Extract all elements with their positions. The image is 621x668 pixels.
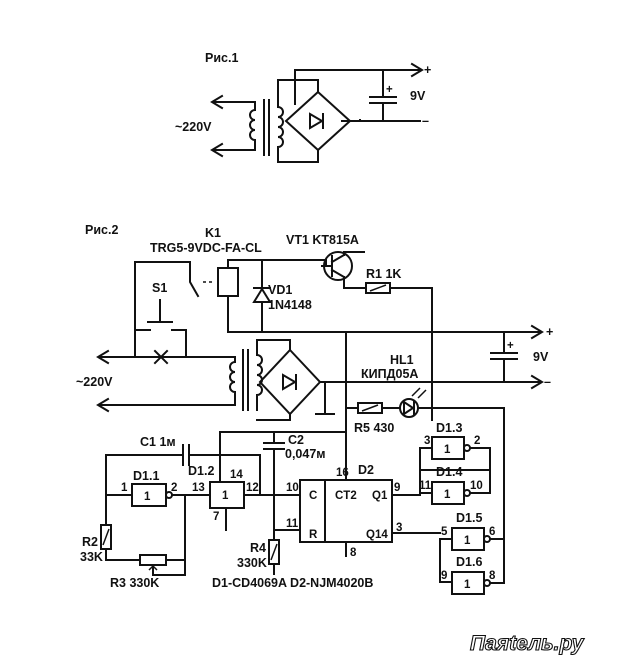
inverter-d1-6 (451, 571, 505, 595)
pin-9: 9 (394, 482, 400, 494)
inverter-d1-1 (105, 483, 211, 561)
d1-4-label: D1.4 (436, 465, 462, 479)
r4-ref: R4 (250, 541, 266, 555)
fig1-mains-input (210, 94, 256, 158)
fig2-mains-label: ~220V (76, 375, 113, 389)
r2-ref: R2 (82, 535, 98, 549)
pin-10-d1-4: 10 (470, 480, 483, 492)
fig2-mains-input (96, 349, 236, 413)
r4-val: 330K (237, 556, 267, 570)
d2-label: D2 (358, 463, 374, 477)
d1-2-symbol: 1 (222, 490, 229, 502)
pin-7: 7 (213, 511, 219, 523)
d1-6-label: D1.6 (456, 555, 482, 569)
fig1-voltage: 9V (410, 89, 426, 103)
fig1-minus: – (422, 114, 429, 128)
vt1-label: VT1 KT815A (286, 233, 359, 247)
ic-types: D1-CD4069A D2-NJM4020B (212, 576, 373, 590)
fig2-title: Рис.2 (85, 223, 118, 237)
pin-10: 10 (286, 482, 299, 494)
diode-vd1 (252, 259, 272, 333)
d2-q14: Q14 (366, 529, 388, 541)
d1-5-symbol: 1 (464, 535, 471, 547)
d2-c-pin: C (309, 490, 317, 502)
c1-label: C1 1м (140, 435, 176, 449)
pin-5: 5 (441, 526, 448, 538)
pin-1: 1 (121, 482, 128, 494)
d1-1-label: D1.1 (133, 469, 159, 483)
fig2-plus: + (546, 325, 553, 339)
figure-1: Рис.1 ~220V (175, 51, 431, 163)
pin-2: 2 (171, 482, 177, 494)
d2-r-pin: R (309, 529, 318, 541)
d2-ct2: CT2 (335, 490, 357, 502)
pin-2-d1-3: 2 (474, 435, 480, 447)
pin-3-d1-3: 3 (424, 435, 430, 447)
pin-11-d1-4: 11 (419, 480, 432, 492)
fig1-plus: + (424, 63, 431, 77)
fig2-transformer (229, 339, 291, 421)
transistor-vt1 (321, 251, 367, 289)
d1-2-label: D1.2 (188, 464, 214, 478)
fig1-mains-label: ~220V (175, 120, 212, 134)
r5-label: R5 430 (354, 421, 394, 435)
resistor-r5 (345, 402, 401, 414)
hl1-part: КИПД05А (361, 367, 418, 381)
led-hl1 (399, 387, 433, 418)
k1-part: TRG5-9VDC-FA-CL (150, 241, 262, 255)
resistor-r1 (365, 282, 433, 421)
hl1-ref: HL1 (390, 353, 414, 367)
switch-s1 (134, 261, 191, 356)
r3-label: R3 330K (110, 576, 159, 590)
fig2-minus: – (544, 375, 551, 389)
fig2-diode-bridge (258, 348, 335, 416)
inverter-d1-3 (419, 436, 491, 496)
fig2-output-rails: + (227, 324, 544, 446)
pin-14: 14 (230, 469, 243, 481)
s1-label: S1 (152, 281, 167, 295)
figure-2: Рис.2 K1 TRG5-9VDC-FA-CL VT1 KT815A R1 1… (76, 223, 553, 595)
pin-12: 12 (246, 482, 259, 494)
capacitor-c1 (105, 444, 261, 526)
pin-3: 3 (396, 522, 402, 534)
fig1-title: Рис.1 (205, 51, 238, 65)
resistor-r4 (268, 529, 280, 575)
pin-6: 6 (489, 526, 495, 538)
pin-13: 13 (192, 482, 205, 494)
d1-3-symbol: 1 (444, 444, 451, 456)
relay-k1 (189, 259, 327, 333)
inverter-d1-5 (431, 407, 505, 583)
potentiometer-r3 (139, 554, 186, 576)
pin-8: 8 (350, 547, 357, 559)
r1-label: R1 1K (366, 267, 401, 281)
d1-4-symbol: 1 (444, 489, 451, 501)
d1-5-label: D1.5 (456, 511, 482, 525)
pin-9-d1-6: 9 (441, 570, 447, 582)
counter-d2 (299, 444, 441, 557)
resistor-r2 (100, 524, 141, 561)
pin-16: 16 (336, 467, 349, 479)
watermark: Паяtель.ру (470, 632, 585, 655)
d1-1-symbol: 1 (144, 491, 151, 503)
svg-text:+: + (507, 340, 514, 352)
svg-text:+: + (386, 84, 393, 96)
vd1-part: 1N4148 (268, 298, 312, 312)
d1-3-label: D1.3 (436, 421, 462, 435)
d2-q1: Q1 (372, 490, 388, 502)
d1-6-symbol: 1 (464, 579, 471, 591)
pin-8-d1-6: 8 (489, 570, 496, 582)
pin-11: 11 (286, 518, 299, 530)
c2-ref: C2 (288, 433, 304, 447)
fig2-voltage: 9V (533, 350, 549, 364)
inverter-d1-4 (419, 469, 491, 505)
capacitor-c2 (263, 431, 301, 531)
vd1-ref: VD1 (268, 283, 292, 297)
k1-ref: K1 (205, 226, 221, 240)
fig1-transformer (249, 79, 319, 163)
fig1-output-rails: + (294, 62, 424, 122)
r2-val: 33K (80, 550, 103, 564)
c2-val: 0,047м (285, 447, 326, 461)
inverter-d1-2 (209, 431, 347, 531)
